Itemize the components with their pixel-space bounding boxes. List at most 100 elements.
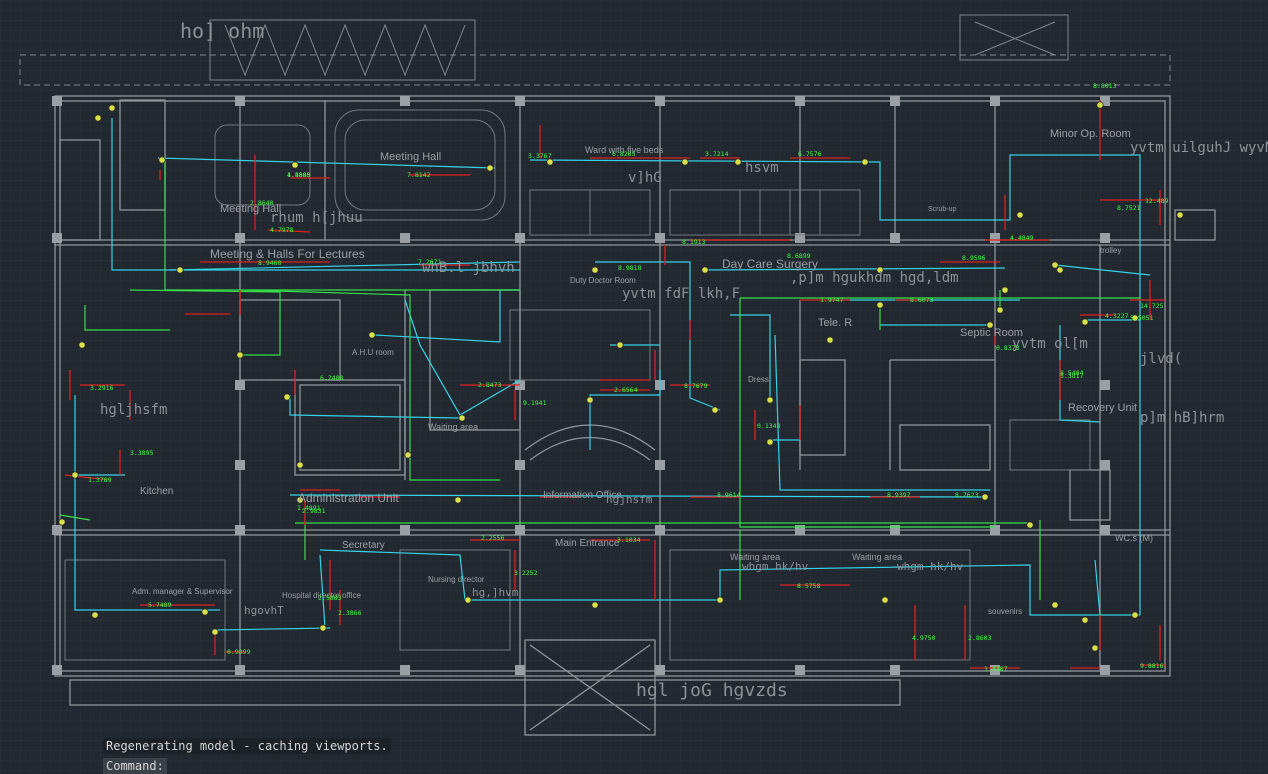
structural-columns: [52, 96, 1110, 675]
garbled-label: jlvd(: [1140, 351, 1182, 367]
garbled-label: hgl joG hgvzds: [636, 680, 788, 701]
light-fixture-icon: [876, 266, 884, 274]
light-fixture-icon: [586, 396, 594, 404]
garbled-label: hgljhsfm: [100, 402, 167, 418]
garbled-label: hgjhsfm: [606, 493, 653, 506]
command-history: Regenerating model - caching viewports.: [103, 738, 391, 754]
light-fixture-icon: [591, 601, 599, 609]
light-fixture-icon: [78, 341, 86, 349]
light-fixture-icon: [58, 518, 66, 526]
dimension-value: 8.9397: [887, 491, 911, 499]
light-fixture-icon: [1051, 601, 1059, 609]
light-fixture-icon: [1081, 318, 1089, 326]
light-fixture-icon: [546, 158, 554, 166]
dimension-value: 4.7978: [270, 226, 294, 234]
light-fixture-icon: [876, 301, 884, 309]
dimension-value: 2.6564: [614, 386, 638, 394]
light-fixture-icon: [981, 493, 989, 501]
light-fixture-icon: [296, 461, 304, 469]
dimension-value: 8.7521: [1117, 204, 1141, 212]
light-fixture-icon: [734, 158, 742, 166]
garbled-label: yvtm fdF lkh,F: [622, 286, 740, 302]
garbled-label: whgm hk/hv: [897, 560, 964, 573]
light-fixture-icon: [716, 596, 724, 604]
dimension-value: 8.5758: [797, 582, 821, 590]
dimension-value: 5.5051: [1130, 314, 1154, 322]
light-fixture-icon: [711, 406, 719, 414]
light-fixture-icon: [94, 114, 102, 122]
garbled-label: hg,]hvm: [472, 586, 519, 599]
room-label: Day Care Surgery: [722, 257, 818, 271]
dimension-value: 3.2252: [514, 569, 538, 577]
dimension-value: 2.8603: [968, 634, 992, 642]
room-label: souvenirs: [988, 607, 1022, 616]
dimension-value: 5.3817: [1060, 372, 1084, 380]
dimension-value: 2.8640: [250, 199, 274, 207]
light-fixture-icon: [861, 158, 869, 166]
room-label: Secretary: [342, 540, 385, 551]
room-label: A.H.U room: [352, 348, 394, 357]
light-fixture-icon: [368, 331, 376, 339]
top-stairs-area: [19, 14, 1171, 86]
light-fixture-icon: [766, 438, 774, 446]
dimension-value: 7.2671: [418, 258, 442, 266]
dimension-value: 1.4891: [297, 504, 321, 512]
room-label: Administration Unit: [298, 491, 399, 505]
dimension-value: 14.725: [1140, 302, 1164, 310]
light-fixture-icon: [283, 393, 291, 401]
garbled-label: rhum h[jhuu: [270, 210, 363, 226]
garbled-label: hgovhT: [244, 604, 284, 617]
light-fixtures: [58, 101, 1184, 652]
light-fixture-icon: [1016, 211, 1024, 219]
light-fixture-icon: [91, 611, 99, 619]
dimension-value: 3.3895: [130, 449, 154, 457]
dimension-value: 8.7679: [684, 382, 708, 390]
building-walls: [54, 95, 1216, 736]
room-labels: Meeting Hall Meeting Hall Meeting & Hall…: [132, 128, 1153, 616]
dimension-value: 8.9596: [962, 254, 986, 262]
room-label: Meeting & Halls For Lectures: [210, 247, 365, 261]
room-label: Recovery Unit: [1068, 402, 1137, 414]
light-fixture-icon: [1001, 286, 1009, 294]
garbled-label: yvtm uilguhJ wyvN: [1130, 140, 1268, 156]
light-fixture-icon: [296, 496, 304, 504]
light-fixture-icon: [701, 266, 709, 274]
light-fixture-icon: [1131, 314, 1139, 322]
room-label: Minor Op. Room: [1050, 128, 1131, 140]
room-label: Kitchen: [140, 486, 173, 497]
light-fixture-icon: [108, 104, 116, 112]
dimension-lines: [64, 100, 1165, 669]
light-fixture-icon: [681, 158, 689, 166]
dimension-value: 3.2916: [90, 384, 114, 392]
light-fixture-icon: [1056, 266, 1064, 274]
garbled-labels: ho] ohm yvtm uilguhJ wyvN rhum h[jhuu wh…: [100, 19, 1268, 701]
garbled-label: v]hG: [628, 170, 662, 186]
dimension-value: 4.5895: [287, 171, 311, 179]
room-label: Hospital director office: [282, 591, 362, 600]
room-label: Scrub-up: [928, 206, 957, 213]
dimension-value: 8.9818: [618, 264, 642, 272]
dimension-value: 2.8473: [478, 381, 502, 389]
dimension-value: 0.8373: [996, 344, 1020, 352]
light-fixture-icon: [1176, 211, 1184, 219]
light-fixture-icon: [201, 608, 209, 616]
light-fixture-icon: [1081, 616, 1089, 624]
light-fixture-icon: [176, 266, 184, 274]
dimension-value: 2.2556: [481, 534, 505, 542]
light-fixture-icon: [996, 306, 1004, 314]
garbled-label: ,p]m hgukhdm hgd,ldm: [790, 270, 959, 286]
light-fixture-icon: [404, 451, 412, 459]
command-prompt[interactable]: Command:: [103, 758, 167, 774]
dimension-value: 12.489: [1145, 197, 1169, 205]
garbled-label: whgm hk/hv: [742, 560, 809, 573]
dimension-value: 8.6899: [787, 252, 811, 260]
dimension-value: 8.1913: [682, 238, 706, 246]
garbled-label: p]m hB]hrm: [1140, 410, 1224, 426]
room-label: Adm. manager & Supervisor: [132, 587, 233, 596]
dimension-value: 0.1348: [757, 422, 781, 430]
light-fixture-icon: [71, 471, 79, 479]
